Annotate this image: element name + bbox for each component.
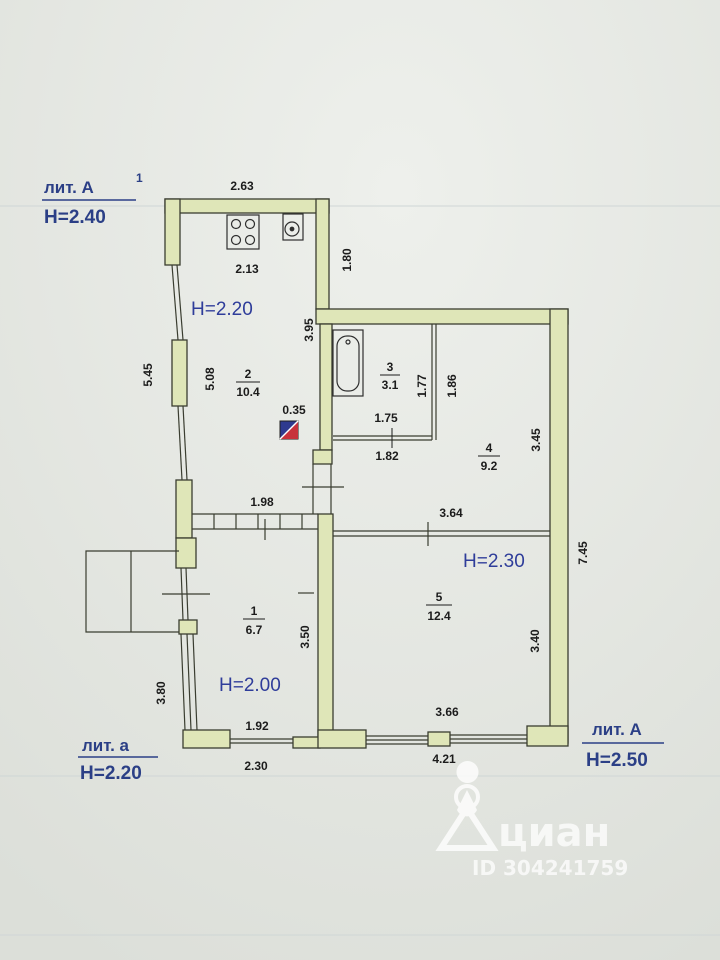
dim-1-82: 1.82 [375, 449, 399, 463]
wall-a1-top [164, 198, 330, 214]
svg-text:6.7: 6.7 [246, 623, 263, 637]
room-5-label: 5 12.4 [426, 590, 452, 623]
svg-text:H=2.50: H=2.50 [586, 750, 648, 771]
room-1-label: 1 6.7 [243, 604, 265, 637]
room-4-label: 4 9.2 [478, 441, 500, 473]
dim-3-40: 3.40 [528, 629, 542, 653]
lit-a-big-label: лит. А H=2.50 [582, 720, 664, 771]
dim-3-50: 3.50 [298, 625, 312, 649]
svg-text:лит. А: лит. А [44, 178, 94, 197]
bathtub-icon [332, 329, 364, 397]
porch [85, 550, 179, 633]
room-3-label: 3 3.1 [380, 360, 400, 392]
dim-1-86: 1.86 [445, 374, 459, 398]
dim-3-64: 3.64 [439, 506, 463, 520]
chimney-icon [279, 420, 299, 440]
walls [164, 198, 569, 749]
wall-a1-left-mid [171, 339, 188, 407]
svg-text:5: 5 [436, 590, 443, 604]
svg-text:4: 4 [486, 441, 493, 455]
watermark-id: ID 304241759 [472, 856, 628, 880]
paper-grid [0, 205, 720, 936]
svg-text:лит. А: лит. А [592, 720, 642, 739]
dim-3-80: 3.80 [154, 681, 168, 705]
wall-a-top [315, 308, 569, 325]
svg-text:3.1: 3.1 [382, 378, 399, 392]
room-2-label: 2 10.4 [236, 367, 260, 399]
dim-1-77: 1.77 [415, 374, 429, 398]
dim-4-21: 4.21 [432, 752, 456, 766]
svg-text:1: 1 [251, 604, 258, 618]
wall-bottom-mid [317, 729, 367, 749]
svg-text:12.4: 12.4 [427, 609, 451, 623]
dim-0-35: 0.35 [282, 403, 306, 417]
svg-text:H=2.20: H=2.20 [80, 763, 142, 784]
dim-2-63: 2.63 [230, 179, 254, 193]
height-room2: H=2.20 [191, 299, 253, 320]
svg-text:10.4: 10.4 [236, 385, 260, 399]
dim-2-13: 2.13 [235, 262, 259, 276]
wall-bottom-left-mid [292, 736, 321, 749]
wall-bottom-right [526, 725, 569, 747]
lit-a1-label: лит. А 1 H=2.40 [42, 171, 143, 228]
dim-2-30: 2.30 [244, 759, 268, 773]
dim-3-66: 3.66 [435, 705, 459, 719]
lit-a-small-label: лит. а H=2.20 [78, 736, 158, 784]
dim-5-45: 5.45 [141, 363, 155, 387]
dim-1-80: 1.80 [340, 248, 354, 272]
wall-a1-left-top [164, 198, 181, 266]
wall-inner-lower [317, 513, 334, 745]
dimensions: 2.63 1.80 2.13 3.95 5.45 5.08 0.35 1.77 … [141, 179, 590, 773]
wall-a1-right [315, 198, 330, 310]
dim-3-45: 3.45 [529, 428, 543, 452]
wall-a1-left-low [175, 479, 193, 539]
wall-a-right [549, 308, 569, 744]
svg-text:1: 1 [136, 171, 143, 185]
wall-a1-left-lower [178, 619, 198, 635]
wall-bottom-pier [427, 731, 451, 747]
svg-text:лит. а: лит. а [82, 736, 130, 755]
svg-text:9.2: 9.2 [481, 459, 498, 473]
window-lines [162, 264, 550, 745]
dim-1-75: 1.75 [374, 411, 398, 425]
watermark: циан ID 304241759 [435, 761, 628, 880]
wall-inner-upper [319, 323, 333, 451]
sink-icon [282, 213, 304, 241]
dim-7-45: 7.45 [576, 541, 590, 565]
height-room1: H=2.00 [219, 675, 281, 696]
location-pin-icon [435, 761, 499, 851]
dim-1-98: 1.98 [250, 495, 274, 509]
dim-5-08: 5.08 [203, 367, 217, 391]
wall-bottom-left-corner [182, 729, 231, 749]
dim-3-95: 3.95 [302, 318, 316, 342]
watermark-brand: циан [498, 810, 610, 856]
svg-text:2: 2 [245, 367, 252, 381]
svg-text:3: 3 [387, 360, 394, 374]
wall-inner-stub [312, 449, 333, 465]
height-rooms45: H=2.30 [463, 551, 525, 572]
stove-icon [226, 214, 260, 250]
dim-1-92: 1.92 [245, 719, 269, 733]
wall-a1-left-join [175, 537, 197, 569]
svg-text:H=2.40: H=2.40 [44, 207, 106, 228]
